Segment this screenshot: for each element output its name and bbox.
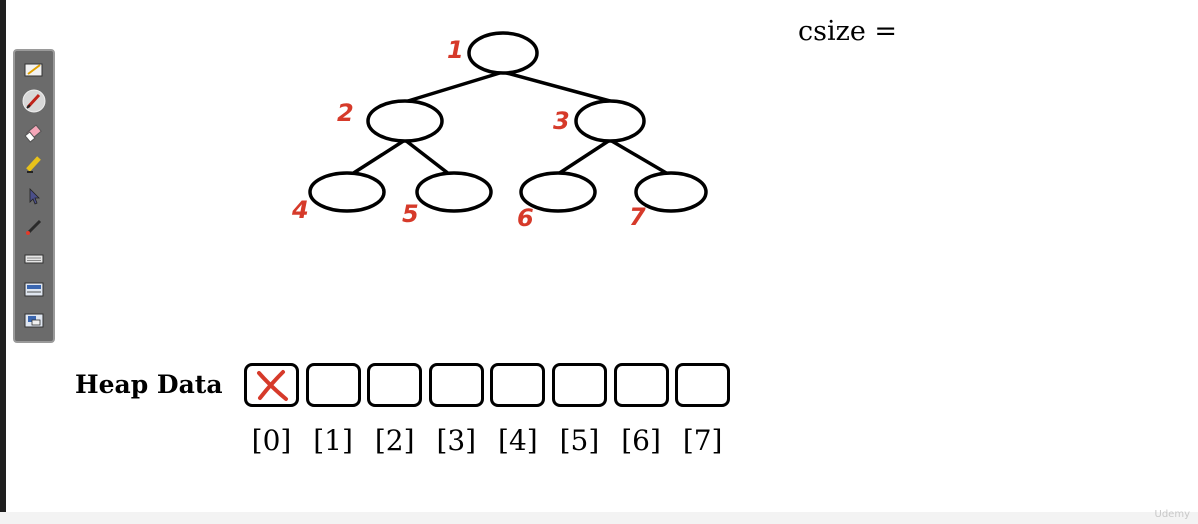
heap-cell-0 (244, 363, 299, 407)
node-label-4: 4 (291, 196, 309, 224)
edge-2-5 (403, 138, 451, 176)
annotation-toolbar (13, 49, 55, 343)
heap-index-3: [3] (436, 424, 477, 457)
tree-node-3 (574, 99, 646, 143)
edge-1-2 (406, 70, 505, 103)
heap-index-2: [2] (374, 424, 415, 457)
cross-mark-icon (257, 370, 288, 401)
whiteboard-icon[interactable] (22, 58, 46, 81)
udemy-watermark: Udemy (1154, 509, 1190, 520)
screen-capture-icon[interactable] (22, 278, 46, 301)
heap-index-6: [6] (621, 424, 661, 457)
tree-node-1 (467, 31, 539, 75)
edge-1-3 (501, 70, 612, 103)
bottom-strip (0, 512, 1198, 524)
node-label-6: 6 (517, 204, 534, 232)
heap-cell-2 (367, 363, 423, 407)
laser-pen-icon[interactable] (22, 216, 46, 239)
edge-2-4 (350, 138, 407, 176)
node-label-5: 5 (402, 200, 419, 228)
heap-index-5: [5] (559, 424, 600, 457)
edge-3-6 (556, 138, 612, 176)
keyboard-icon[interactable] (22, 247, 46, 270)
heap-cell-6 (613, 363, 669, 407)
node-label-7: 7 (629, 203, 646, 231)
node-label-3: 3 (553, 107, 570, 135)
pointer-icon[interactable] (22, 184, 46, 207)
heap-cell-5 (551, 363, 607, 407)
edge-3-7 (608, 138, 670, 176)
heap-index-1: [1] (313, 424, 353, 457)
heap-array (244, 363, 737, 407)
heap-cell-4 (490, 363, 546, 407)
heap-index-7: [7] (682, 424, 723, 457)
heap-index-0: [0] (251, 424, 292, 457)
highlighter-icon[interactable] (22, 153, 46, 176)
tree-node-4 (308, 171, 386, 213)
window-edge (0, 0, 6, 524)
heap-cell-7 (675, 363, 731, 407)
heap-indices: [0] [1] [2] [3] [4] [5] [6] [7] (244, 424, 737, 457)
heap-index-4: [4] (498, 424, 538, 457)
heap-data-label: Heap Data (75, 370, 223, 399)
eraser-icon[interactable] (22, 121, 46, 144)
node-label-1: 1 (447, 36, 464, 64)
heap-cell-3 (428, 363, 484, 407)
screen-share-icon[interactable] (22, 310, 46, 333)
node-label-2: 2 (337, 99, 354, 127)
csize-label: csize = (798, 16, 898, 47)
tree-node-6 (519, 171, 597, 213)
heap-cell-1 (305, 363, 361, 407)
pen-icon[interactable] (22, 89, 46, 113)
tree-node-5 (415, 171, 493, 213)
tree-edges (350, 70, 670, 176)
tree-node-7 (634, 171, 708, 213)
tree-node-2 (366, 99, 444, 143)
